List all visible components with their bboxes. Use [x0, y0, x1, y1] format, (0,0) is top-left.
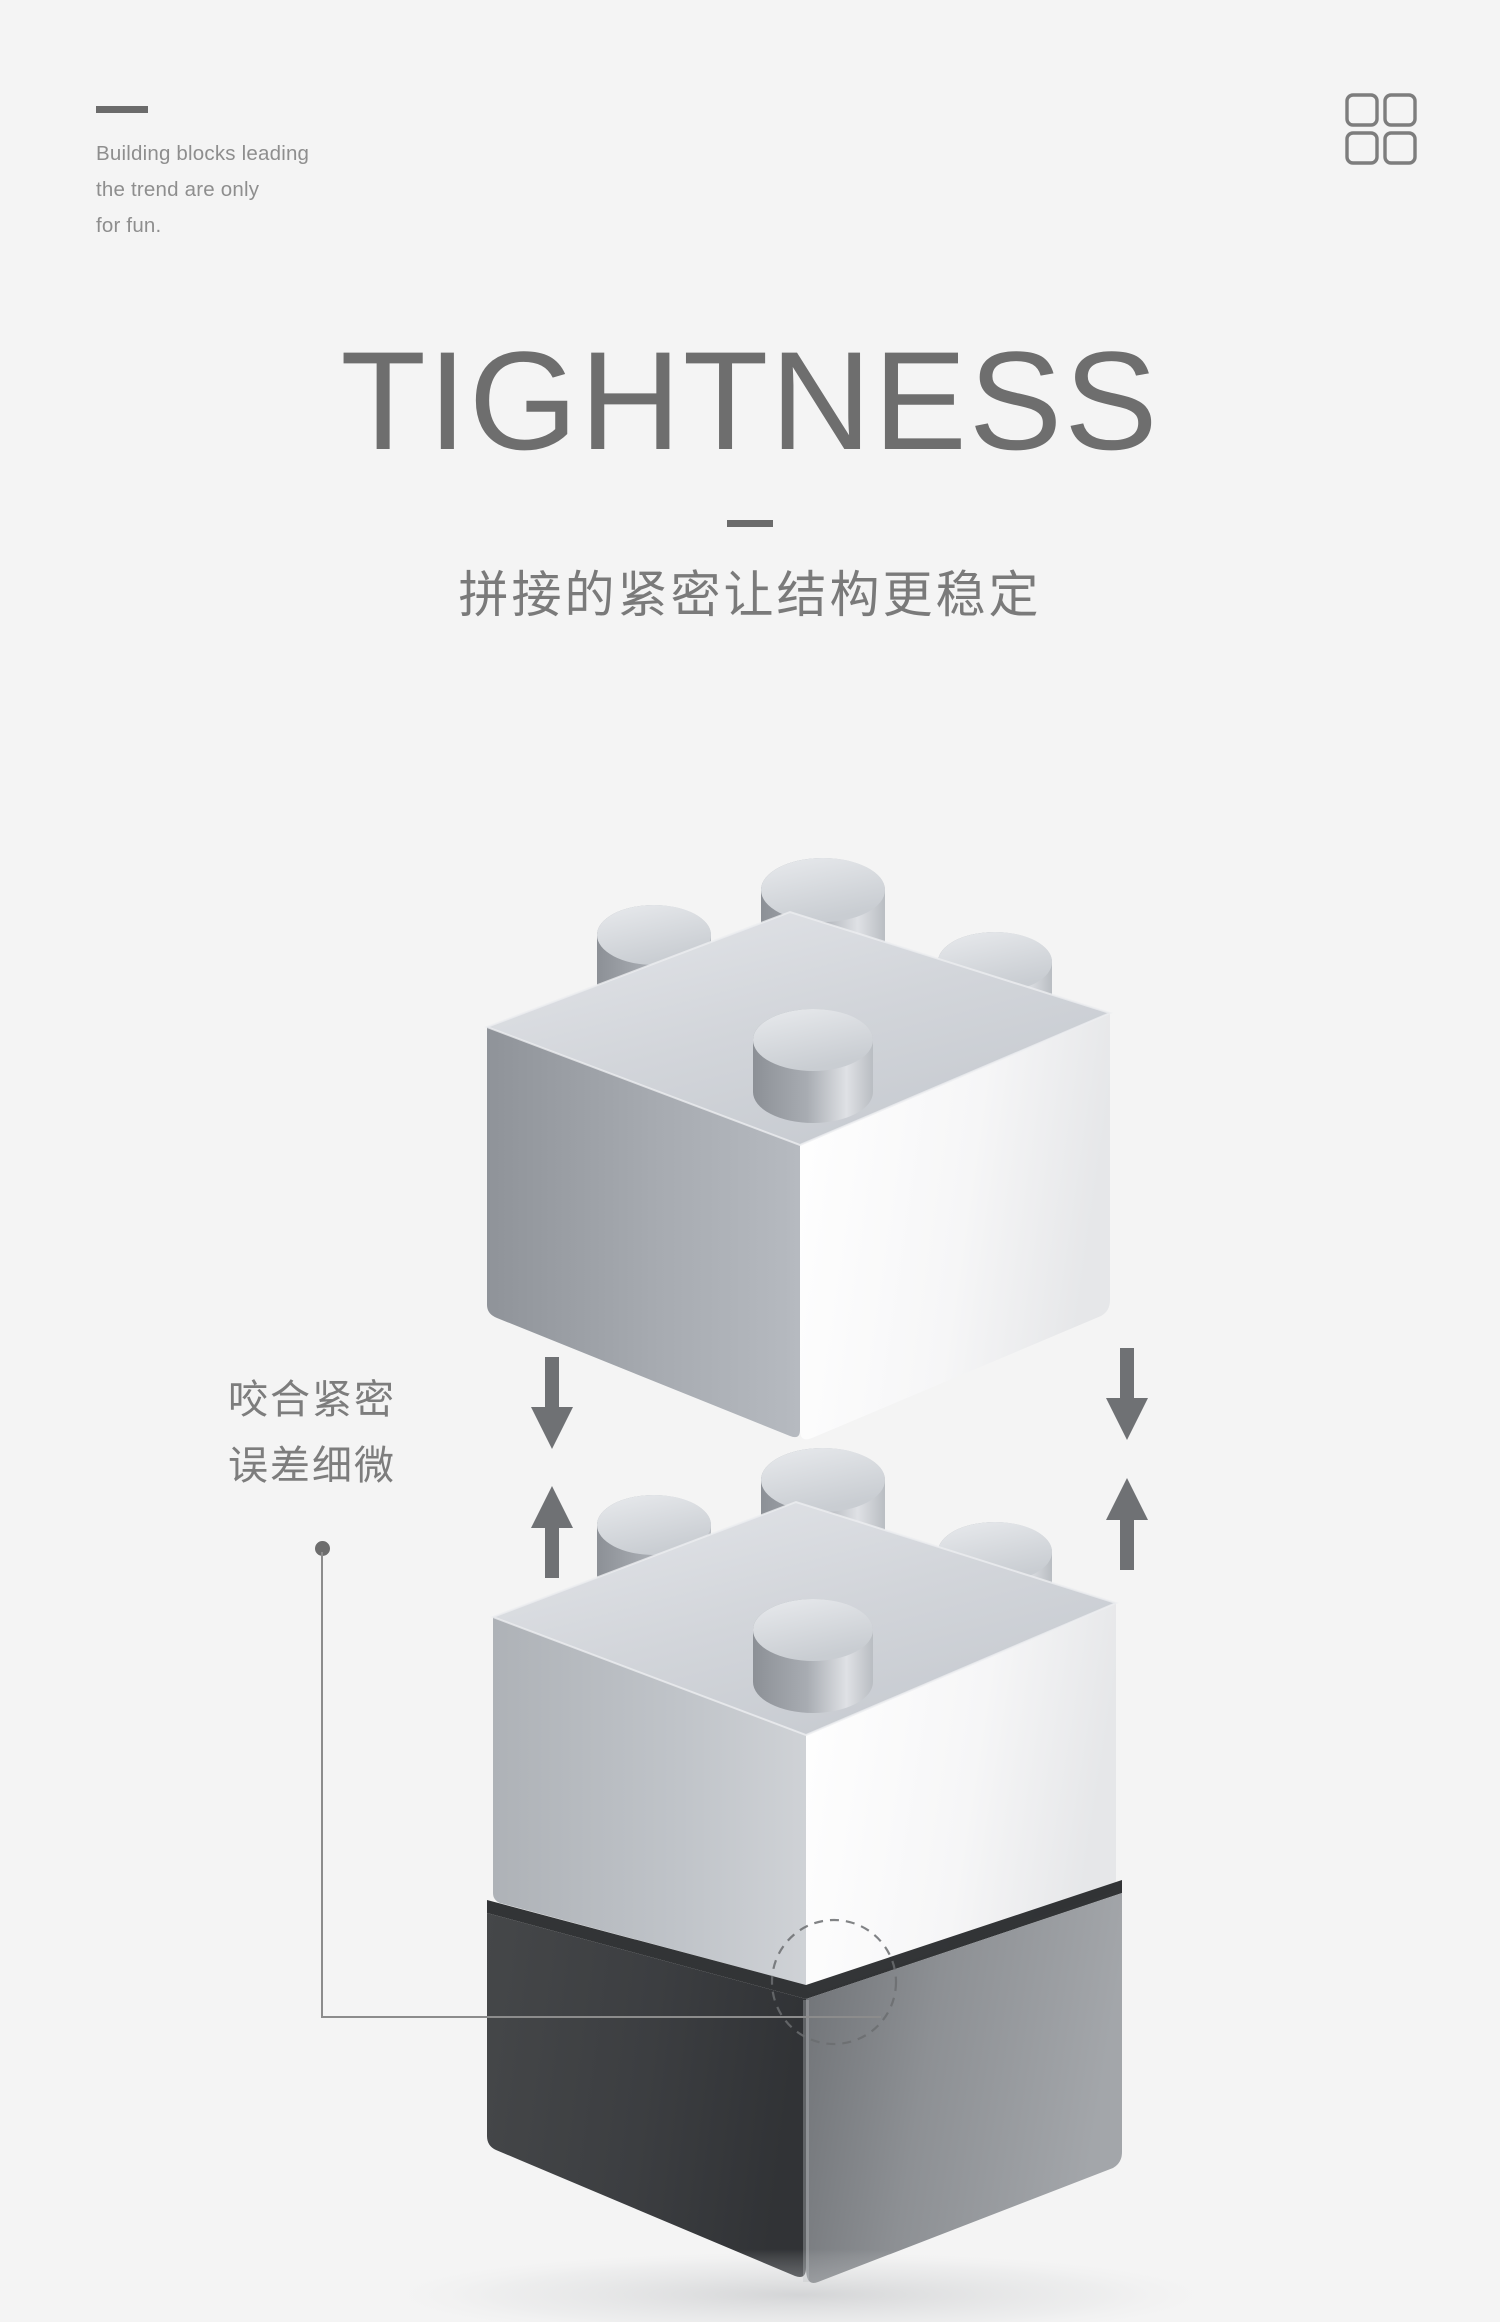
header-tagline: Building blocks leading the trend are on… — [96, 142, 310, 237]
four-square-grid-logo — [1344, 92, 1418, 166]
arrow-up-left — [525, 1486, 579, 1578]
page-subtitle: 拼接的紧密让结构更稳定 — [458, 567, 1042, 623]
brick-upper — [484, 858, 1113, 1440]
header-rule — [96, 106, 148, 113]
brick-base — [487, 1880, 1122, 2284]
callout-leader-dot — [315, 1541, 330, 1556]
joint-highlight-circle — [770, 1918, 898, 2046]
callout-label: 咬合紧密 误差细微 — [228, 1378, 396, 1488]
arrow-up-right — [1100, 1478, 1154, 1570]
brick-lower — [490, 1448, 1119, 1994]
arrow-down-right — [1100, 1348, 1154, 1440]
arrow-down-left — [525, 1357, 579, 1449]
callout-leader-vertical — [321, 1552, 323, 2017]
page-title: TIGHTNESS — [340, 322, 1160, 479]
callout-leader-horizontal — [321, 2016, 881, 2018]
title-divider — [727, 520, 773, 527]
